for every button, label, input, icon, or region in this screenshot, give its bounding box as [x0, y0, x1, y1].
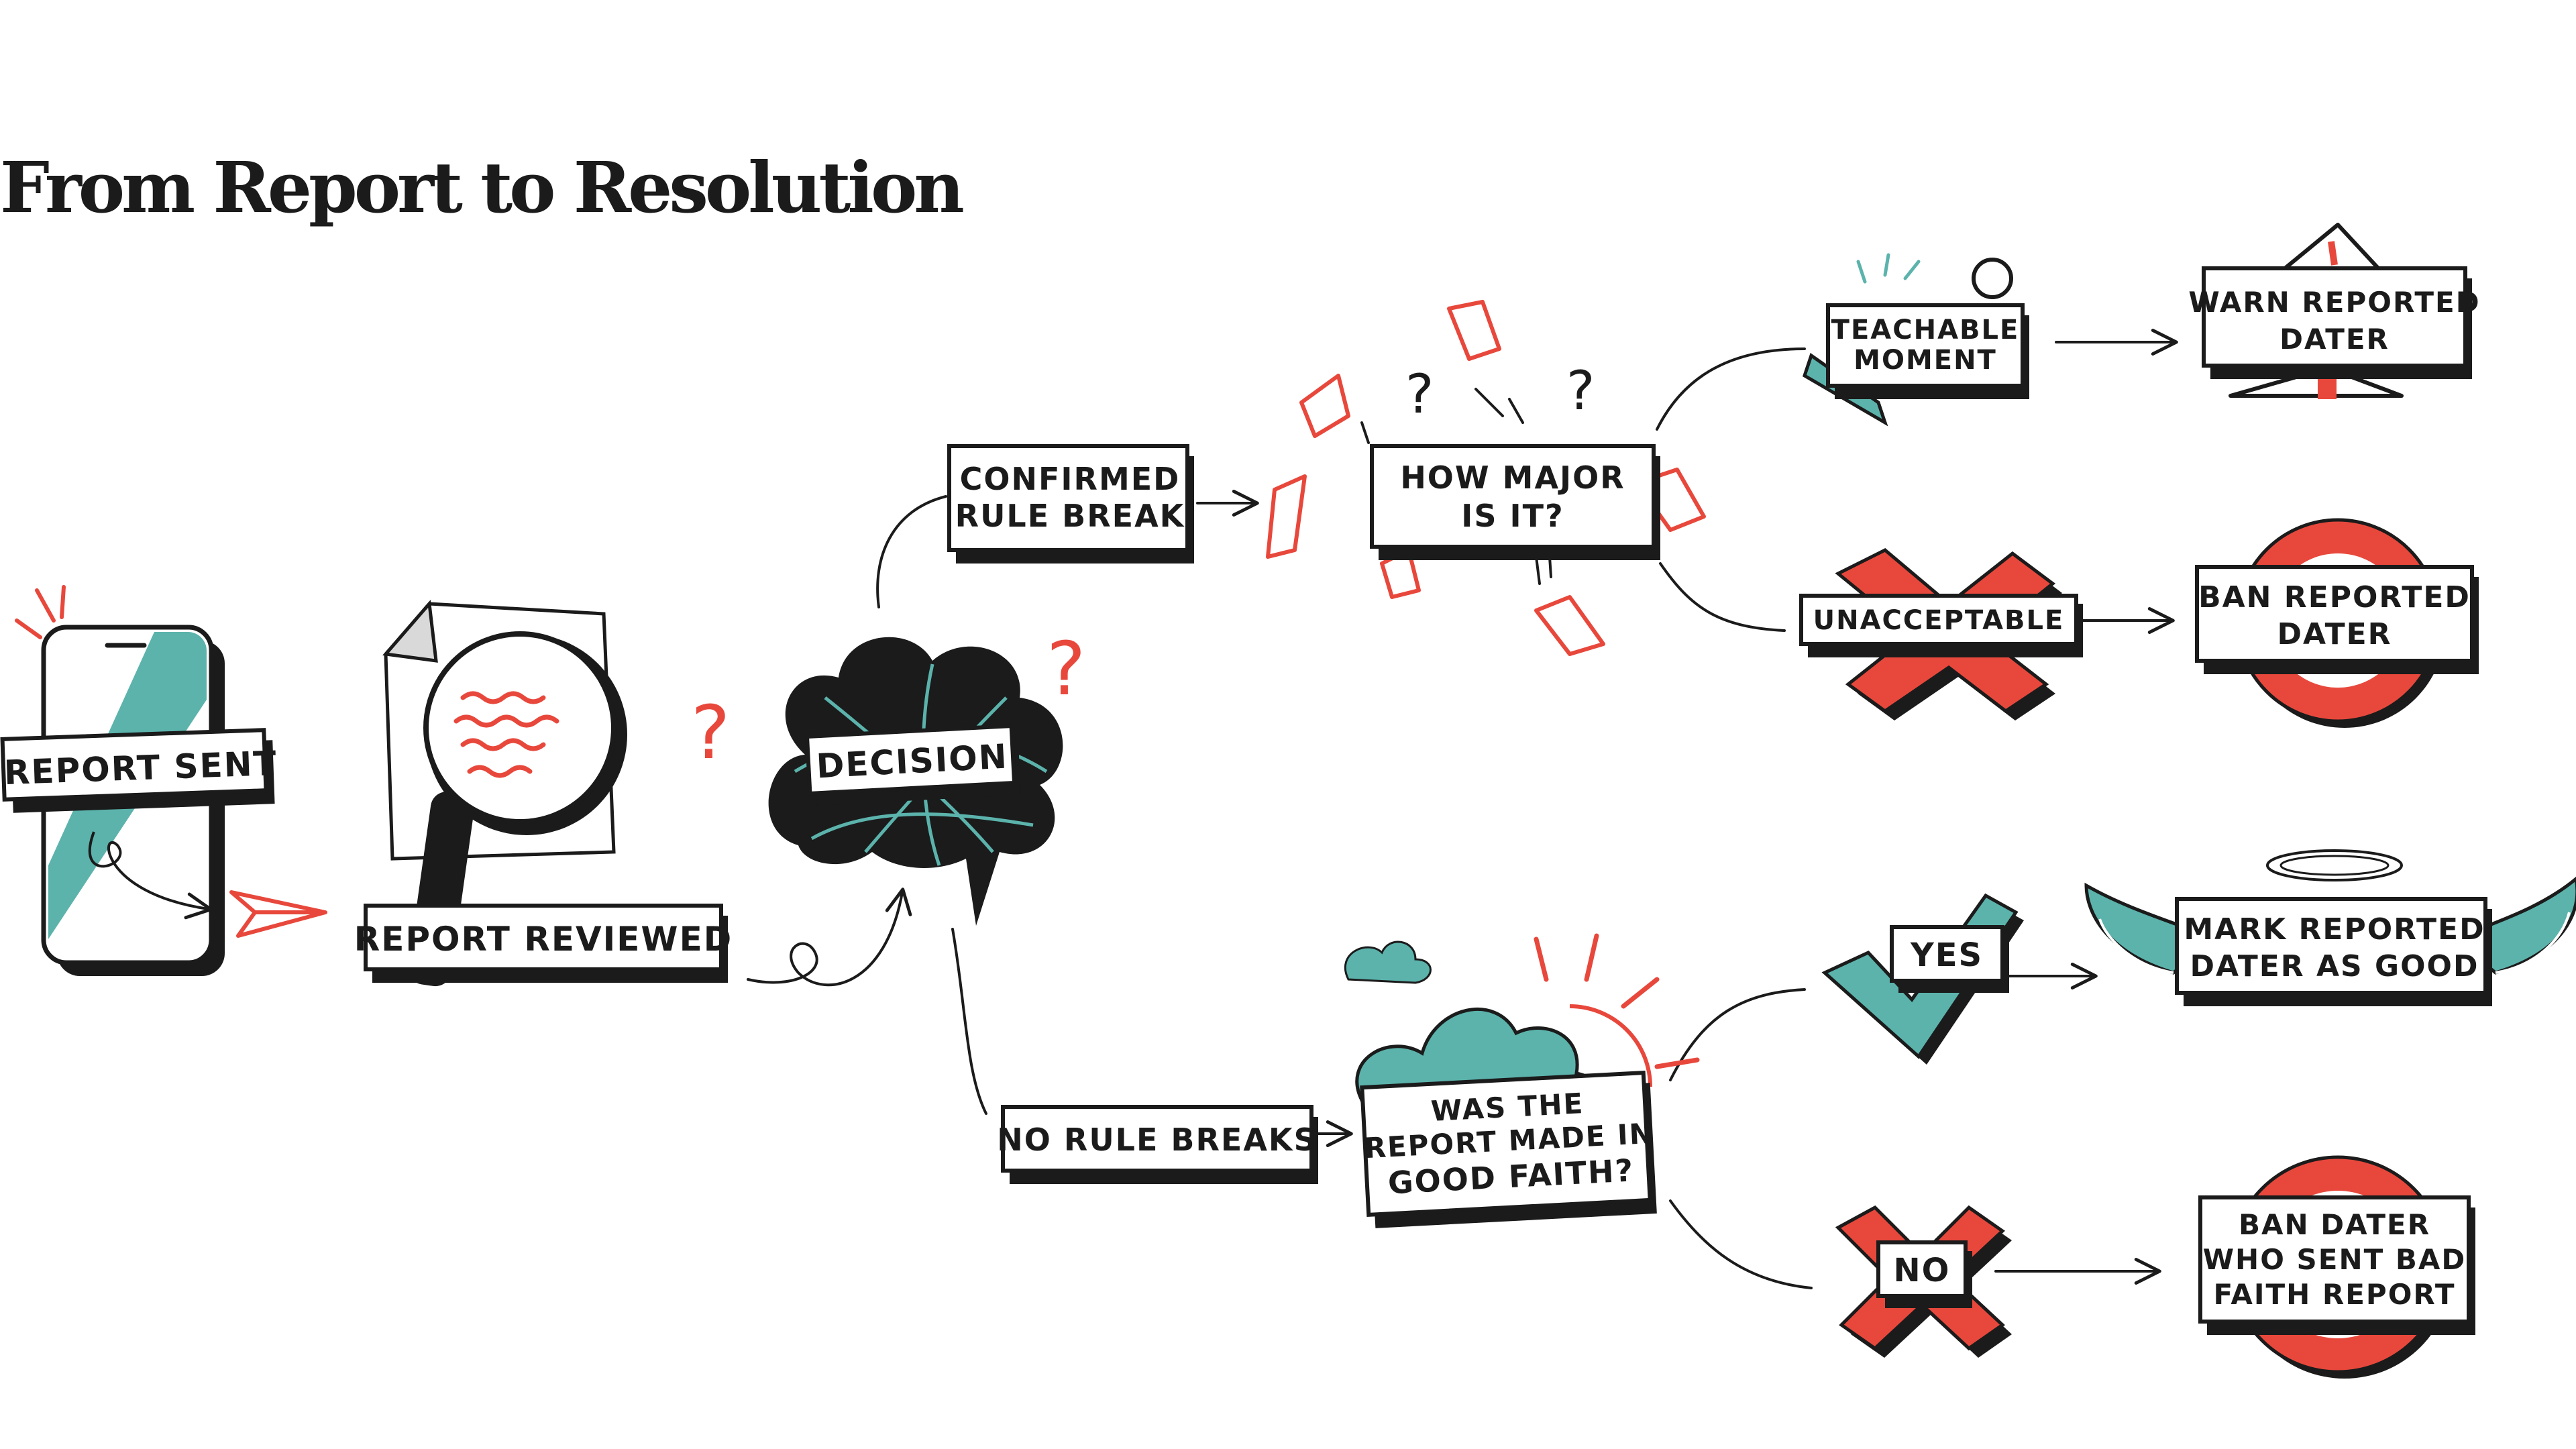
- unacceptable-box: UNACCEPTABLE: [1799, 594, 2083, 657]
- line-major-to-teachable: [1656, 347, 1806, 431]
- question-mark-icon: ? ?: [691, 626, 1085, 775]
- arrow-reviewed-to-decision: [747, 888, 912, 987]
- ban-bad-faith-box: BAN DATER WHO SENT BAD FAITH REPORT: [2198, 1195, 2475, 1335]
- ban-box: BAN REPORTED DATER: [2195, 565, 2479, 674]
- how-major-label-line1: HOW MAJOR: [1400, 460, 1625, 496]
- warn-box: WARN REPORTED DATER: [2188, 266, 2480, 379]
- good-faith-box: WAS THE REPORT MADE IN GOOD FAITH?: [1360, 1070, 1657, 1228]
- confirmed-rule-break-box: CONFIRMED RULE BREAK: [947, 444, 1194, 564]
- good-faith-label-line1: WAS THE: [1430, 1087, 1585, 1128]
- halo-icon: [2266, 849, 2403, 881]
- confirmed-label-line2: RULE BREAK: [955, 498, 1185, 534]
- line-goodfaith-to-no: [1669, 1199, 1813, 1289]
- teachable-moment-box: TEACHABLE MOMENT: [1826, 303, 2029, 399]
- report-sent-label: REPORT SENT: [3, 744, 278, 792]
- paper-plane-icon: [229, 890, 327, 938]
- page-title: From Report to Resolution: [0, 146, 965, 229]
- report-reviewed-box: REPORT REVIEWED: [354, 904, 733, 983]
- mark-good-box: MARK REPORTED DATER AS GOOD: [2175, 897, 2492, 1006]
- report-sent-box: REPORT SENT: [0, 728, 278, 813]
- mark-label-line1: MARK REPORTED: [2184, 912, 2485, 947]
- svg-text:?: ?: [1046, 626, 1085, 712]
- svg-text:?: ?: [1405, 363, 1434, 425]
- mark-label-line2: DATER AS GOOD: [2190, 949, 2479, 983]
- no-rule-breaks-box: NO RULE BREAKS: [997, 1105, 1318, 1184]
- ban-label-line2: DATER: [2277, 617, 2392, 651]
- confirmed-label-line1: CONFIRMED: [960, 461, 1181, 497]
- warn-label-line1: WARN REPORTED: [2188, 286, 2480, 319]
- connectors: [747, 328, 2178, 1289]
- ban-bad-label-line3: FAITH REPORT: [2213, 1278, 2455, 1311]
- how-major-label-line2: IS IT?: [1461, 498, 1564, 534]
- no-box: NO: [1876, 1240, 1972, 1308]
- ban-label-line1: BAN REPORTED: [2198, 580, 2471, 614]
- ban-bad-label-line1: BAN DATER: [2239, 1208, 2430, 1241]
- question-mark-icon: ? ?: [1405, 360, 1595, 425]
- teachable-label-line2: MOMENT: [1854, 345, 1997, 376]
- warn-label-line2: DATER: [2279, 323, 2390, 356]
- sun-icon: [1534, 933, 1700, 1087]
- no-label: NO: [1894, 1252, 1951, 1289]
- line-decision-to-no-rule-breaks: [951, 928, 987, 1115]
- scatter-confetti: [1266, 300, 1706, 656]
- ban-bad-label-line2: WHO SENT BAD: [2203, 1243, 2467, 1276]
- unacceptable-label: UNACCEPTABLE: [1813, 605, 2065, 636]
- report-reviewed-label: REPORT REVIEWED: [354, 920, 733, 959]
- magnifying-glass-icon: [382, 600, 627, 987]
- teachable-label-line1: TEACHABLE: [1831, 315, 2020, 345]
- no-rule-breaks-label: NO RULE BREAKS: [997, 1122, 1317, 1158]
- svg-text:?: ?: [691, 690, 730, 775]
- line-major-to-unacceptable: [1659, 562, 1786, 632]
- yes-label: YES: [1910, 936, 1983, 974]
- line-goodfaith-to-yes: [1669, 988, 1806, 1081]
- decision-box: DECISION: [804, 723, 1022, 806]
- yes-box: YES: [1890, 925, 2009, 993]
- line-decision-to-confirmed: [876, 495, 947, 608]
- svg-text:?: ?: [1566, 360, 1595, 422]
- how-major-box: HOW MAJOR IS IT?: [1370, 444, 1660, 560]
